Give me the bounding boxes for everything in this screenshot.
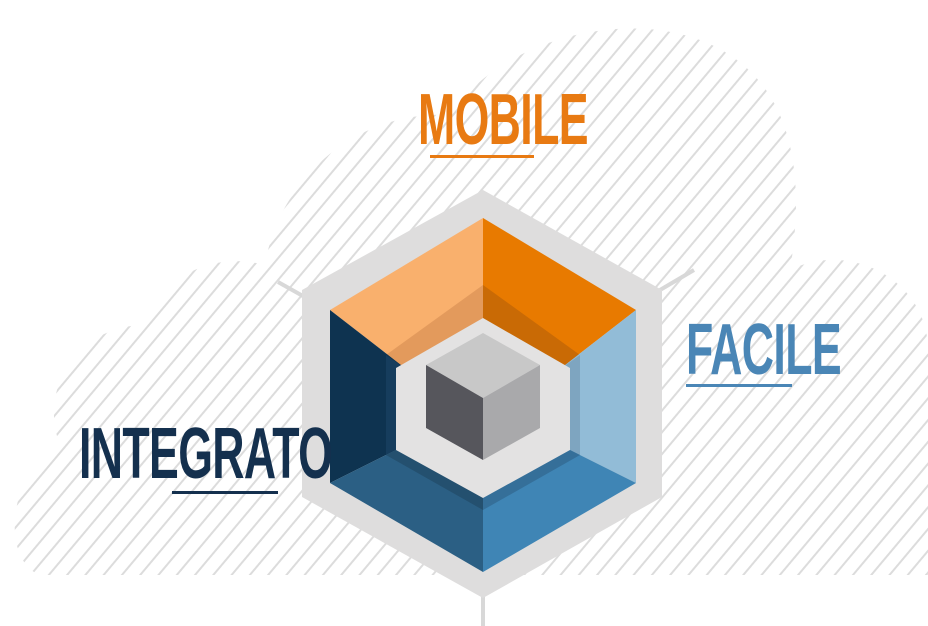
- cube-right: [483, 365, 540, 460]
- connector-right: [658, 268, 696, 292]
- facile-underline: [686, 384, 792, 387]
- label-facile: FACILE: [686, 310, 842, 390]
- label-integrato: INTEGRATO: [79, 414, 333, 494]
- hexagon-cube-logo: [302, 190, 662, 598]
- label-mobile: MOBILE: [418, 80, 588, 160]
- cube-top: [426, 333, 540, 398]
- integrato-underline: [172, 491, 278, 494]
- cube-left: [426, 365, 483, 460]
- mobile-underline: [430, 155, 534, 158]
